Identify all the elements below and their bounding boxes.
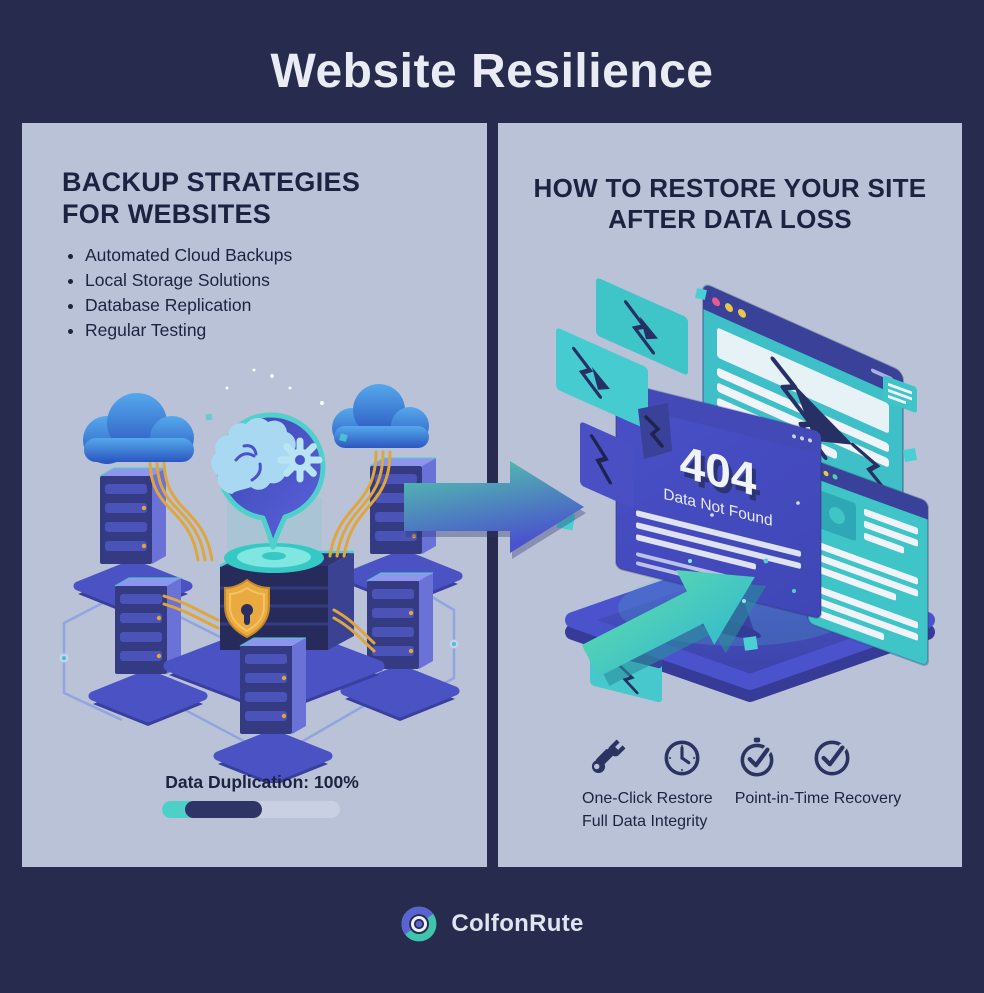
- error-404-window: 404 404 Data Not Found: [615, 381, 822, 639]
- gear-icon: [277, 437, 323, 483]
- list-item: Automated Cloud Backups: [85, 243, 292, 268]
- restore-feature-icons: [584, 735, 855, 781]
- restore-arrow-icon: [581, 570, 767, 686]
- brain-icon: [211, 418, 296, 494]
- brand-name: ColfonRute: [451, 910, 584, 937]
- progress-segment-navy: [185, 801, 262, 818]
- broken-window: [596, 278, 688, 375]
- window-shard: [638, 403, 672, 459]
- wrench-icon: [591, 739, 626, 774]
- brain-head-icon: [211, 412, 326, 550]
- floating-squares: [556, 288, 917, 651]
- feature-label: Point-in-Time Recovery: [734, 790, 902, 807]
- feature-label: One-Click Restore: [582, 790, 713, 807]
- list-item: Local Storage Solutions: [85, 268, 292, 293]
- left-heading-line1: BACKUP STRATEGIES: [62, 167, 361, 197]
- right-heading-line1: HOW TO RESTORE YOUR SITE: [533, 173, 927, 203]
- content-browser-window: [807, 458, 929, 666]
- list-item: Database Replication: [85, 293, 292, 318]
- right-heading-line2: AFTER DATA LOSS: [608, 203, 852, 234]
- restore-site-panel: HOW TO RESTORE YOUR SITE AFTER DATA LOSS: [498, 123, 962, 867]
- broken-window: [580, 422, 634, 508]
- shield-icon: [224, 578, 270, 639]
- page-title: Website Resilience: [270, 45, 714, 98]
- svg-text:404: 404: [684, 442, 761, 512]
- sparkles: [225, 368, 324, 405]
- left-heading-line2: FOR WEBSITES: [62, 198, 272, 229]
- cloud-icon: [332, 384, 429, 448]
- broken-card: [590, 641, 662, 703]
- vault-icon: [163, 498, 385, 715]
- data-duplication-progress-bar: [162, 801, 340, 818]
- cloud-icon: [83, 393, 194, 464]
- backup-strategies-panel: BACKUP STRATEGIES FOR WEBSITES Automated…: [22, 123, 487, 867]
- feature-label: Full Data Integrity: [582, 813, 708, 830]
- mini-window: [883, 375, 917, 413]
- network-connectors: [59, 639, 459, 761]
- colfonrute-logo-icon: [401, 906, 437, 942]
- backup-illustration: [59, 368, 487, 783]
- error-message: Data Not Found: [663, 486, 772, 530]
- footer: ColfonRute: [0, 905, 984, 943]
- data-loss-illustration: 404 404 Data Not Found: [556, 278, 935, 703]
- cables: [148, 450, 392, 653]
- platform: [565, 550, 935, 702]
- clock-icon: [664, 740, 700, 776]
- right-panel-heading: HOW TO RESTORE YOUR SITE AFTER DATA LOSS: [498, 173, 962, 234]
- cracked-browser-window: [702, 284, 904, 601]
- check-circle-icon: [814, 740, 850, 776]
- progress-label: Data Duplication: 100%: [165, 772, 359, 792]
- network-lines: [62, 586, 456, 758]
- specks: [688, 501, 800, 603]
- broken-window: [556, 328, 648, 429]
- list-item: Regular Testing: [85, 318, 292, 343]
- left-panel-heading: BACKUP STRATEGIES FOR WEBSITES: [62, 167, 360, 231]
- backup-strategies-list: Automated Cloud Backups Local Storage So…: [68, 243, 292, 342]
- error-code: 404: [680, 436, 757, 506]
- stopwatch-icon: [740, 737, 774, 777]
- restore-feature-captions: One-Click Restore Point-in-Time Recovery…: [582, 787, 901, 833]
